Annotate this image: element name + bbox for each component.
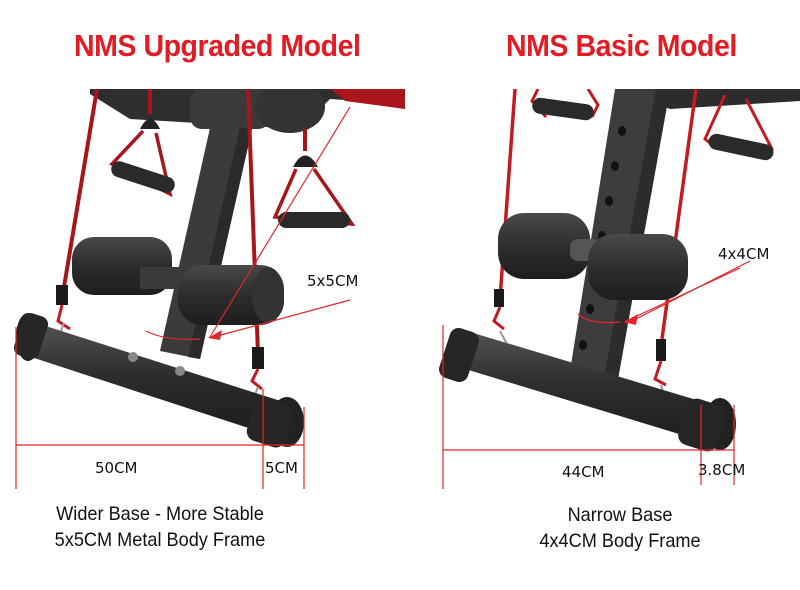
basic-base-width-label: 44CM [562, 463, 605, 481]
basic-caption-line2: 4x4CM Body Frame [539, 530, 701, 552]
upgraded-foot-width-label: 5CM [265, 459, 298, 477]
upgraded-model-caption: Wider Base - More Stable 5x5CM Metal Bod… [39, 501, 281, 553]
basic-foot-width-label: 3.8CM [698, 461, 746, 479]
basic-model-image [420, 89, 800, 509]
upgraded-model-title: NMS Upgraded Model [74, 28, 361, 63]
bench-illustration-basic [439, 89, 800, 489]
basic-caption-line1: Narrow Base [567, 504, 673, 526]
basic-model-caption: Narrow Base 4x4CM Body Frame [499, 502, 741, 554]
upgraded-caption-line1: Wider Base - More Stable [56, 503, 264, 525]
upgraded-frame-size-label: 5x5CM [307, 272, 359, 290]
upgraded-base-width-label: 50CM [95, 459, 138, 477]
basic-frame-size-label: 4x4CM [718, 245, 770, 263]
upgraded-caption-line2: 5x5CM Metal Body Frame [54, 529, 266, 551]
basic-model-title: NMS Basic Model [506, 28, 737, 63]
